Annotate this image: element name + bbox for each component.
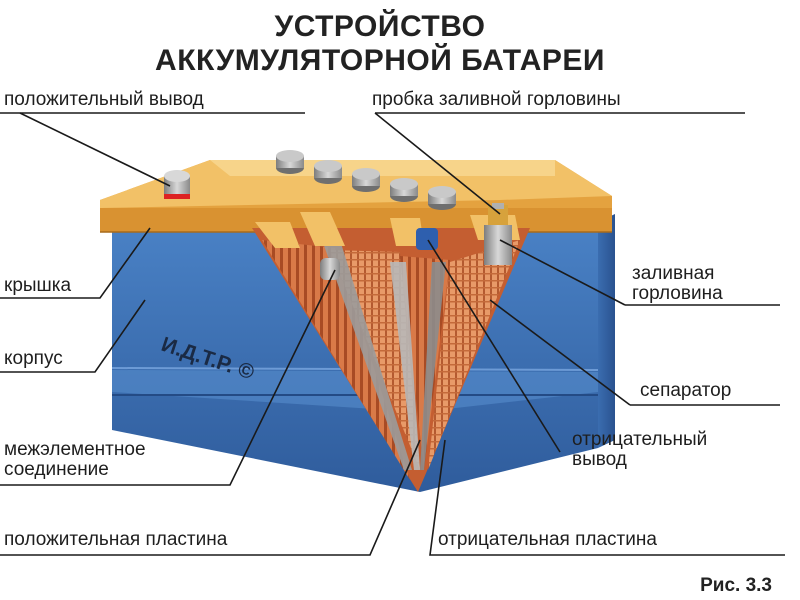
label-positive-plate: положительная пластина: [4, 529, 228, 550]
diagram-title-line1: УСТРОЙСТВО: [274, 10, 486, 43]
leader-positive-terminal-point: [19, 112, 171, 187]
filler-plug-4: [390, 178, 418, 202]
positive-terminal: [164, 170, 190, 199]
label-negative-plate: отрицательная пластина: [438, 529, 657, 550]
leader-filler-neck-point: [499, 239, 626, 306]
filler-plug-3: [352, 168, 380, 192]
leader-negative-terminal: [427, 239, 561, 453]
label-separator: сепаратор: [640, 380, 732, 401]
label-positive-terminal: положительный вывод: [4, 89, 204, 110]
label-negative-terminal-2: вывод: [572, 449, 627, 470]
leader-case: [0, 299, 146, 373]
label-case: корпус: [4, 348, 63, 369]
leader-lines: [0, 112, 785, 556]
filler-plugs: [276, 150, 456, 210]
leader-filler-plug-point: [374, 112, 501, 215]
leader-positive-plate: [0, 439, 421, 556]
figure-caption: Рис. 3.3: [700, 575, 772, 596]
filler-plug-5: [428, 186, 456, 210]
cutaway-section: [252, 212, 530, 492]
filler-plug-2: [314, 160, 342, 184]
leader-negative-plate: [429, 439, 785, 556]
negative-terminal-cap: [416, 228, 438, 250]
label-intercell-1: межэлементное: [4, 439, 146, 460]
label-filler-neck-2: горловина: [632, 283, 723, 304]
label-lid: крышка: [4, 275, 72, 296]
label-intercell-2: соединение: [4, 459, 109, 480]
leader-lid: [0, 227, 151, 299]
label-filler-plug: пробка заливной горловины: [372, 89, 621, 110]
label-filler-neck-1: заливная: [632, 263, 715, 284]
label-negative-terminal-1: отрицательный: [572, 429, 708, 450]
filler-plug-1: [276, 150, 304, 174]
filler-neck-plug: [484, 203, 512, 265]
battery-lid: [100, 160, 612, 233]
leader-separator-point: [489, 299, 631, 406]
diagram-title-line2: АККУМУЛЯТОРНОЙ БАТАРЕИ: [155, 44, 605, 77]
leader-intercell: [0, 269, 336, 486]
